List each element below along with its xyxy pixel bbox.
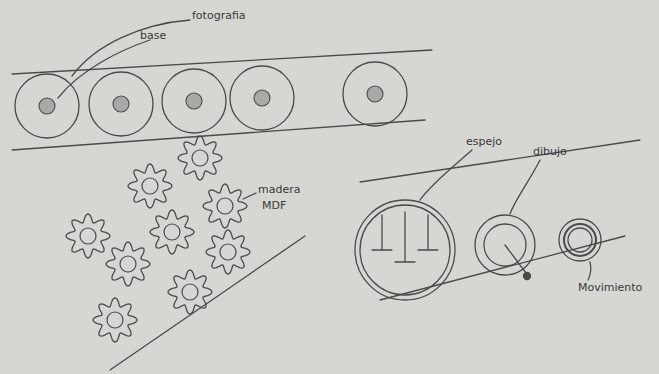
gear-piece (203, 184, 247, 228)
gear-outline (128, 164, 172, 208)
photo-circle (343, 62, 407, 126)
gear-piece (178, 136, 222, 180)
drawing-stick (505, 245, 526, 273)
mirror-circle (360, 205, 450, 295)
gear-hole (164, 224, 180, 240)
leader-line (58, 40, 150, 98)
photo-circle (230, 66, 294, 130)
motion-circle (559, 219, 601, 261)
photo-center (254, 90, 270, 106)
photo-center (39, 98, 55, 114)
motion-circle (564, 224, 596, 256)
gear-piece (128, 164, 172, 208)
band-line (110, 236, 305, 370)
photo-outline (343, 62, 407, 126)
gear-piece (150, 210, 194, 254)
band-line (12, 120, 425, 150)
sketch-label: Movimiento (578, 282, 642, 294)
photo-outline (230, 66, 294, 130)
gear-piece (168, 270, 212, 314)
photo-center (113, 96, 129, 112)
drawing-dot (524, 273, 531, 280)
gear-outline (106, 242, 150, 286)
leader-line (510, 160, 540, 214)
photo-outline (15, 74, 79, 138)
gear-outline (203, 184, 247, 228)
gear-outline (178, 136, 222, 180)
mirror-detail (372, 212, 438, 262)
photo-outline (162, 69, 226, 133)
gear-hole (217, 198, 233, 214)
photo-circle (89, 72, 153, 136)
photo-circle (15, 74, 79, 138)
gear-outline (66, 214, 110, 258)
gear-hole (120, 256, 136, 272)
gear-hole (220, 244, 236, 260)
gear-hole (107, 312, 123, 328)
gear-outline (206, 230, 250, 274)
sketch-label: dibujo (533, 146, 567, 158)
gear-piece (66, 214, 110, 258)
gear-piece (93, 298, 137, 342)
gear-hole (142, 178, 158, 194)
gear-hole (80, 228, 96, 244)
gear-outline (168, 270, 212, 314)
sketch-label: espejo (466, 136, 502, 148)
gear-piece (206, 230, 250, 274)
leader-line (588, 262, 591, 280)
sketch-label: MDF (262, 200, 286, 212)
mirror-circle (355, 200, 455, 300)
photo-center (186, 93, 202, 109)
photo-circle (162, 69, 226, 133)
photo-outline (89, 72, 153, 136)
motion-circle (568, 228, 592, 252)
gear-outline (93, 298, 137, 342)
photo-center (367, 86, 383, 102)
leader-line (72, 20, 190, 76)
gear-outline (150, 210, 194, 254)
gear-hole (182, 284, 198, 300)
sketch-label: madera (258, 184, 300, 196)
gear-piece (106, 242, 150, 286)
leader-line (243, 193, 256, 199)
sketch-label: fotografia (192, 10, 246, 22)
drawing-circle (475, 215, 535, 275)
gear-hole (192, 150, 208, 166)
sketch-label: base (140, 30, 166, 42)
leader-line (420, 150, 472, 200)
